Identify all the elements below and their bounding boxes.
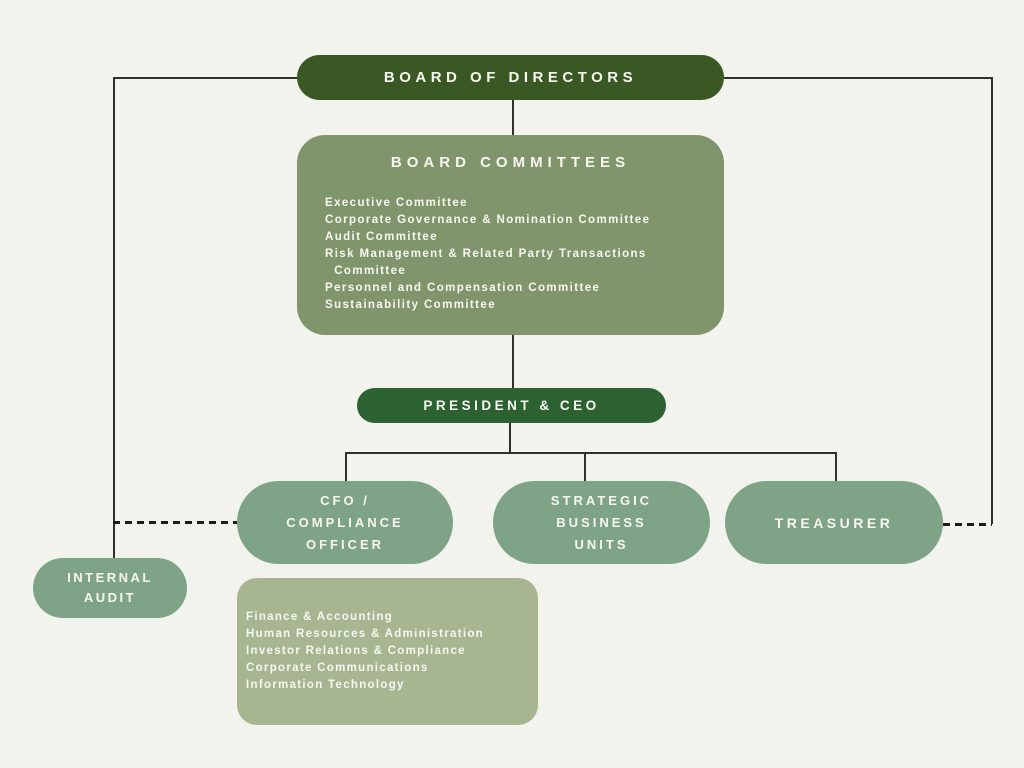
- cfo-compliance-officer-label: CFO / COMPLIANCE OFFICER: [286, 492, 404, 552]
- connector-right-vertical: [991, 77, 993, 524]
- dashed-connector-internal-audit-to-cfo: [113, 521, 237, 524]
- treasurer-node: TREASURER: [725, 481, 943, 564]
- connector-to-sbu: [584, 452, 586, 481]
- board-of-directors-node: BOARD OF DIRECTORS: [297, 55, 724, 100]
- connector-president-down: [509, 423, 511, 452]
- connector-board-to-committees: [512, 100, 514, 135]
- function-item: Corporate Communications: [246, 662, 429, 674]
- strategic-business-units-label: STRATEGIC BUSINESS UNITS: [550, 492, 653, 552]
- dashed-connector-treasurer-to-board: [943, 523, 992, 526]
- function-item: Information Technology: [246, 679, 405, 691]
- function-item: Human Resources & Administration: [246, 628, 484, 640]
- cfo-functions-list: Finance & Accounting Human Resources & A…: [246, 609, 530, 694]
- connector-board-left-horizontal: [113, 77, 297, 79]
- connector-committees-to-president: [512, 335, 514, 388]
- internal-audit-label: INTERNAL AUDIT: [67, 570, 153, 605]
- committee-item: Sustainability Committee: [325, 299, 496, 311]
- committee-item: Audit Committee: [325, 231, 438, 243]
- board-committees-list: Executive Committee Corporate Governance…: [325, 195, 710, 314]
- connector-left-vertical: [113, 77, 115, 558]
- connector-board-right-horizontal: [724, 77, 993, 79]
- president-ceo-node: PRESIDENT & CEO: [357, 388, 666, 423]
- president-ceo-label: PRESIDENT & CEO: [423, 398, 600, 413]
- committee-item: Corporate Governance & Nomination Commit…: [325, 214, 651, 226]
- cfo-compliance-officer-node: CFO / COMPLIANCE OFFICER: [237, 481, 453, 564]
- cfo-functions-node: Finance & Accounting Human Resources & A…: [237, 578, 538, 725]
- connector-to-treasurer: [835, 452, 837, 481]
- treasurer-label: TREASURER: [774, 514, 894, 531]
- board-of-directors-label: BOARD OF DIRECTORS: [383, 69, 638, 86]
- committee-item: Executive Committee: [325, 197, 468, 209]
- function-item: Investor Relations & Compliance: [246, 645, 466, 657]
- committee-item: Personnel and Compensation Committee: [325, 282, 601, 294]
- committee-item: Risk Management & Related Party Transact…: [325, 248, 647, 277]
- internal-audit-node: INTERNAL AUDIT: [33, 558, 187, 618]
- connector-to-cfo: [345, 452, 347, 481]
- board-committees-title: BOARD COMMITTEES: [390, 154, 631, 171]
- strategic-business-units-node: STRATEGIC BUSINESS UNITS: [493, 481, 710, 564]
- board-committees-node: BOARD COMMITTEES Executive Committee Cor…: [297, 135, 724, 335]
- connector-branch-horizontal: [345, 452, 836, 454]
- function-item: Finance & Accounting: [246, 611, 393, 623]
